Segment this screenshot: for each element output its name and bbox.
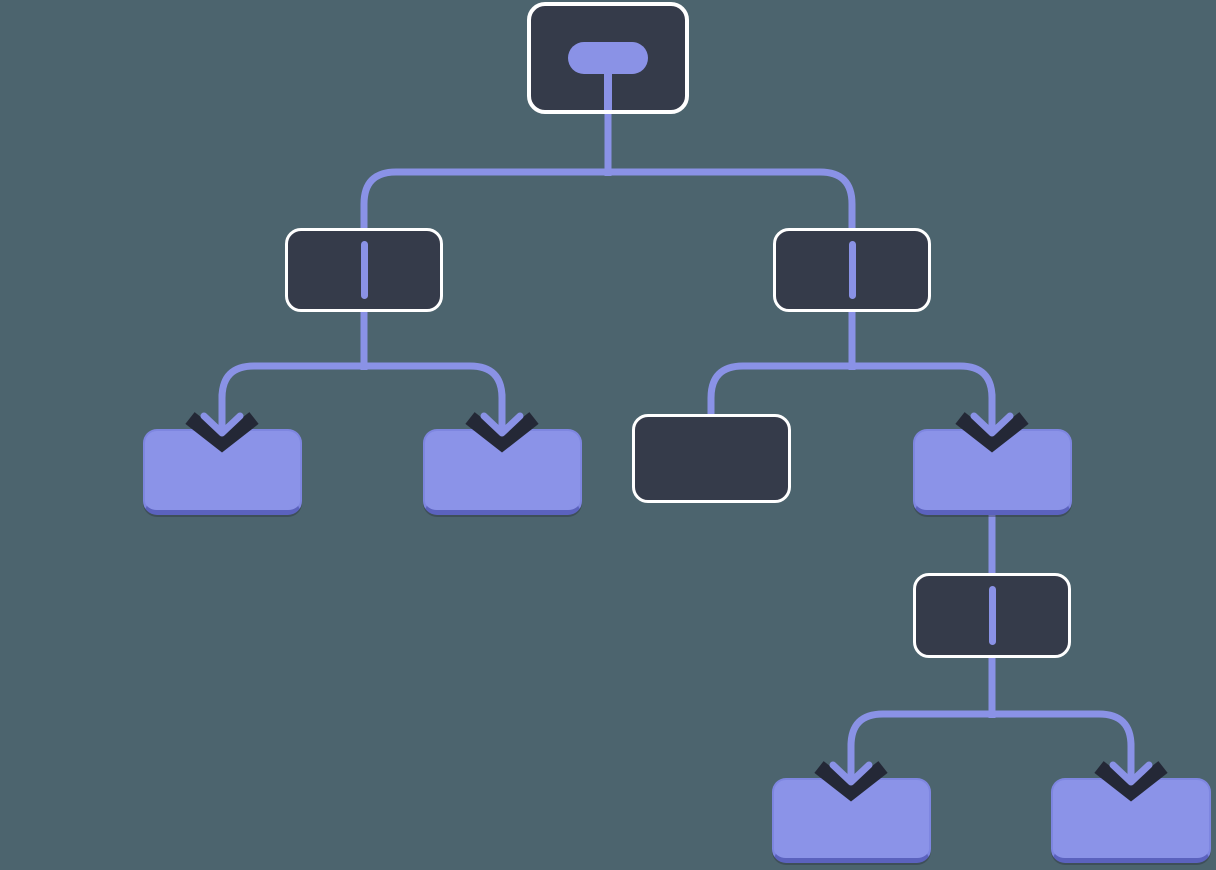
arrow-down-icon (465, 391, 539, 453)
branch-node-right[interactable] (773, 228, 931, 312)
arrow-down-icon (814, 740, 888, 802)
branch-node-left[interactable] (285, 228, 443, 312)
connector-top-branch (360, 168, 856, 232)
root-node[interactable] (527, 2, 689, 114)
connector-left-branch (218, 362, 506, 400)
pass-through-line-icon (848, 241, 856, 299)
root-stem-icon (604, 66, 612, 110)
connector-bottom-branch (847, 710, 1135, 748)
arrow-down-icon (185, 391, 259, 453)
arrow-down-icon (955, 391, 1029, 453)
arrow-down-icon (1094, 740, 1168, 802)
pass-through-line-icon (988, 586, 996, 645)
connector-right-branch (707, 362, 996, 424)
placeholder-node[interactable] (632, 414, 791, 503)
branch-node-bottom[interactable] (913, 573, 1071, 658)
pass-through-line-icon (360, 241, 368, 299)
